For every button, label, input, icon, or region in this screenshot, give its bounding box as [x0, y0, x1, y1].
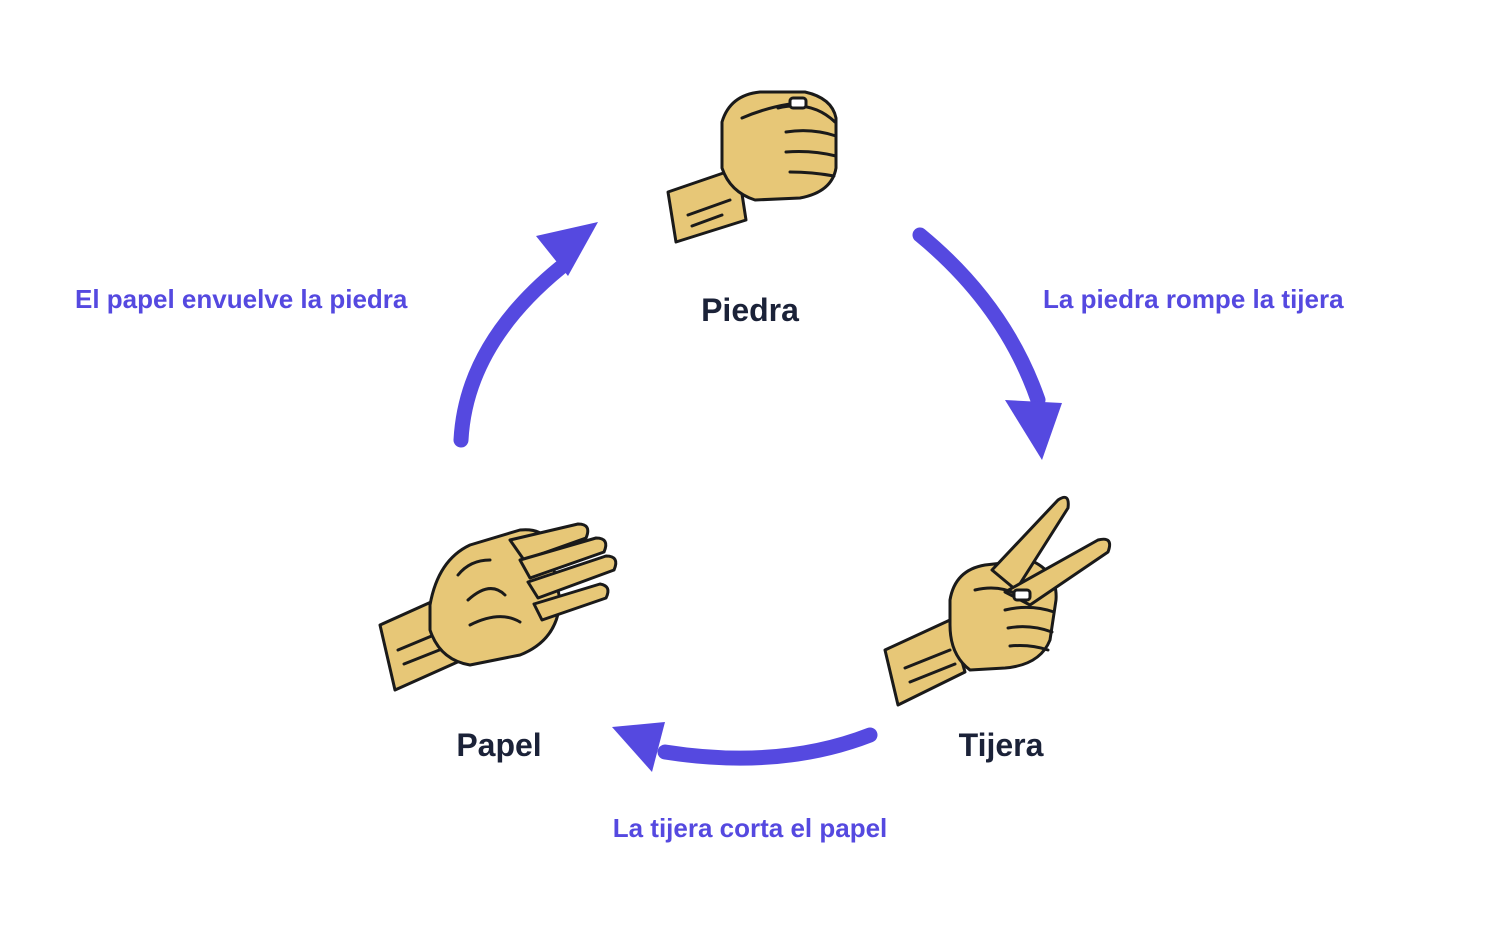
node-label-rock: Piedra: [701, 292, 799, 328]
peace-sign-hand-icon: [883, 495, 1112, 707]
node-label-scissors: Tijera: [958, 727, 1044, 763]
arrow-scissors-to-paper: [612, 722, 878, 772]
arrow-rock-to-scissors: [912, 227, 1062, 460]
arrow-paper-to-rock: [453, 222, 598, 448]
rule-label-scissors-beats-paper: La tijera corta el papel: [612, 813, 888, 843]
open-palm-hand-icon: [378, 522, 618, 692]
rule-label-paper-beats-rock: El papel envuelve la piedra: [75, 284, 408, 314]
rule-label-rock-beats-scissors: La piedra rompe la tijera: [1043, 284, 1344, 314]
fist-hand-icon: [666, 90, 838, 244]
node-label-paper: Papel: [456, 727, 542, 763]
